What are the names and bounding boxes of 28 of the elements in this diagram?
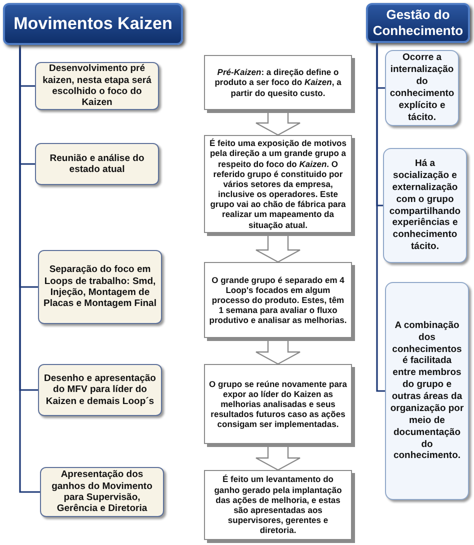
- header-box: [366, 3, 470, 43]
- step-box: [35, 143, 159, 185]
- node-text: Desenho e apresentação do MFV para líder do Kaizen e demais Loop´s: [43, 372, 157, 408]
- node-text: O grande grupo é separado em 4 Loop's focados em algum processo do produto. Estes, têm 1 semana para avaliar o fluxo produtivo e analisar as melhorias.: [209, 274, 347, 326]
- callout-box: [204, 55, 352, 110]
- node-text: Apresentação dos ganhos do Movimento para Supervisão, Gerência e Diretoria: [50, 469, 154, 515]
- callout-box: [204, 262, 352, 338]
- node-text: É feito uma exposição de motivos pela direção a um grande grupo a respeito do foco do Kaizen. O referido grupo é constituido por vários setores da empresa, inclusive os operadores. Este grupo vai ao chão de fábrica para realizar um mapeamento da situação atual.: [209, 138, 347, 230]
- node-text: É feito um levantamento do ganho gerado pela implantação das ações de melhoria, e estas são apresentadas aos supervisores, gerentes e diretoria.: [213, 474, 343, 536]
- node-text: A combinação dos conhecimentos é facilitada entre membros do grupo e outras áreas da organização por meio de documentação do conhecimento.: [390, 320, 464, 462]
- node-text: Desenvolvimento pré kaizen, nesta etapa será escolhido o foco do Kaizen: [42, 63, 152, 109]
- node-text: Gestão do Conhecimento: [372, 6, 464, 40]
- note-box: [385, 282, 469, 500]
- callout-box: [204, 470, 352, 540]
- node-text: O grupo se reúne novamente para expor ao líder do Kaizen as melhorias analisadas e seus resultados futuros caso as ações consigam ser implementadas.: [209, 378, 347, 430]
- connector-line: [376, 43, 385, 392]
- node-text: Pré-Kaizen: a direção define o produto a ser foco do Kaizen, a partir do quesito custo.: [214, 67, 342, 98]
- node-text: Ocorre a internalização do conhecimento explícito e tácito.: [390, 52, 454, 124]
- note-box: [383, 148, 467, 263]
- node-text: Movimentos Kaizen: [14, 13, 172, 35]
- node-text: Separação do foco em Loops de trabalho: Smd, Injeção, Montagem de Placas e Montagem Final: [43, 264, 157, 310]
- node-text: Há a socialização e externalização com o grupo compartilhando experiências e conhecimento tácito.: [388, 158, 462, 253]
- step-box: [40, 467, 164, 517]
- header-box: [3, 3, 183, 45]
- step-box: [38, 364, 162, 416]
- step-box: [38, 250, 162, 324]
- callout-box: [204, 364, 352, 444]
- node-text: Reunião e análise do estado atual: [48, 152, 146, 176]
